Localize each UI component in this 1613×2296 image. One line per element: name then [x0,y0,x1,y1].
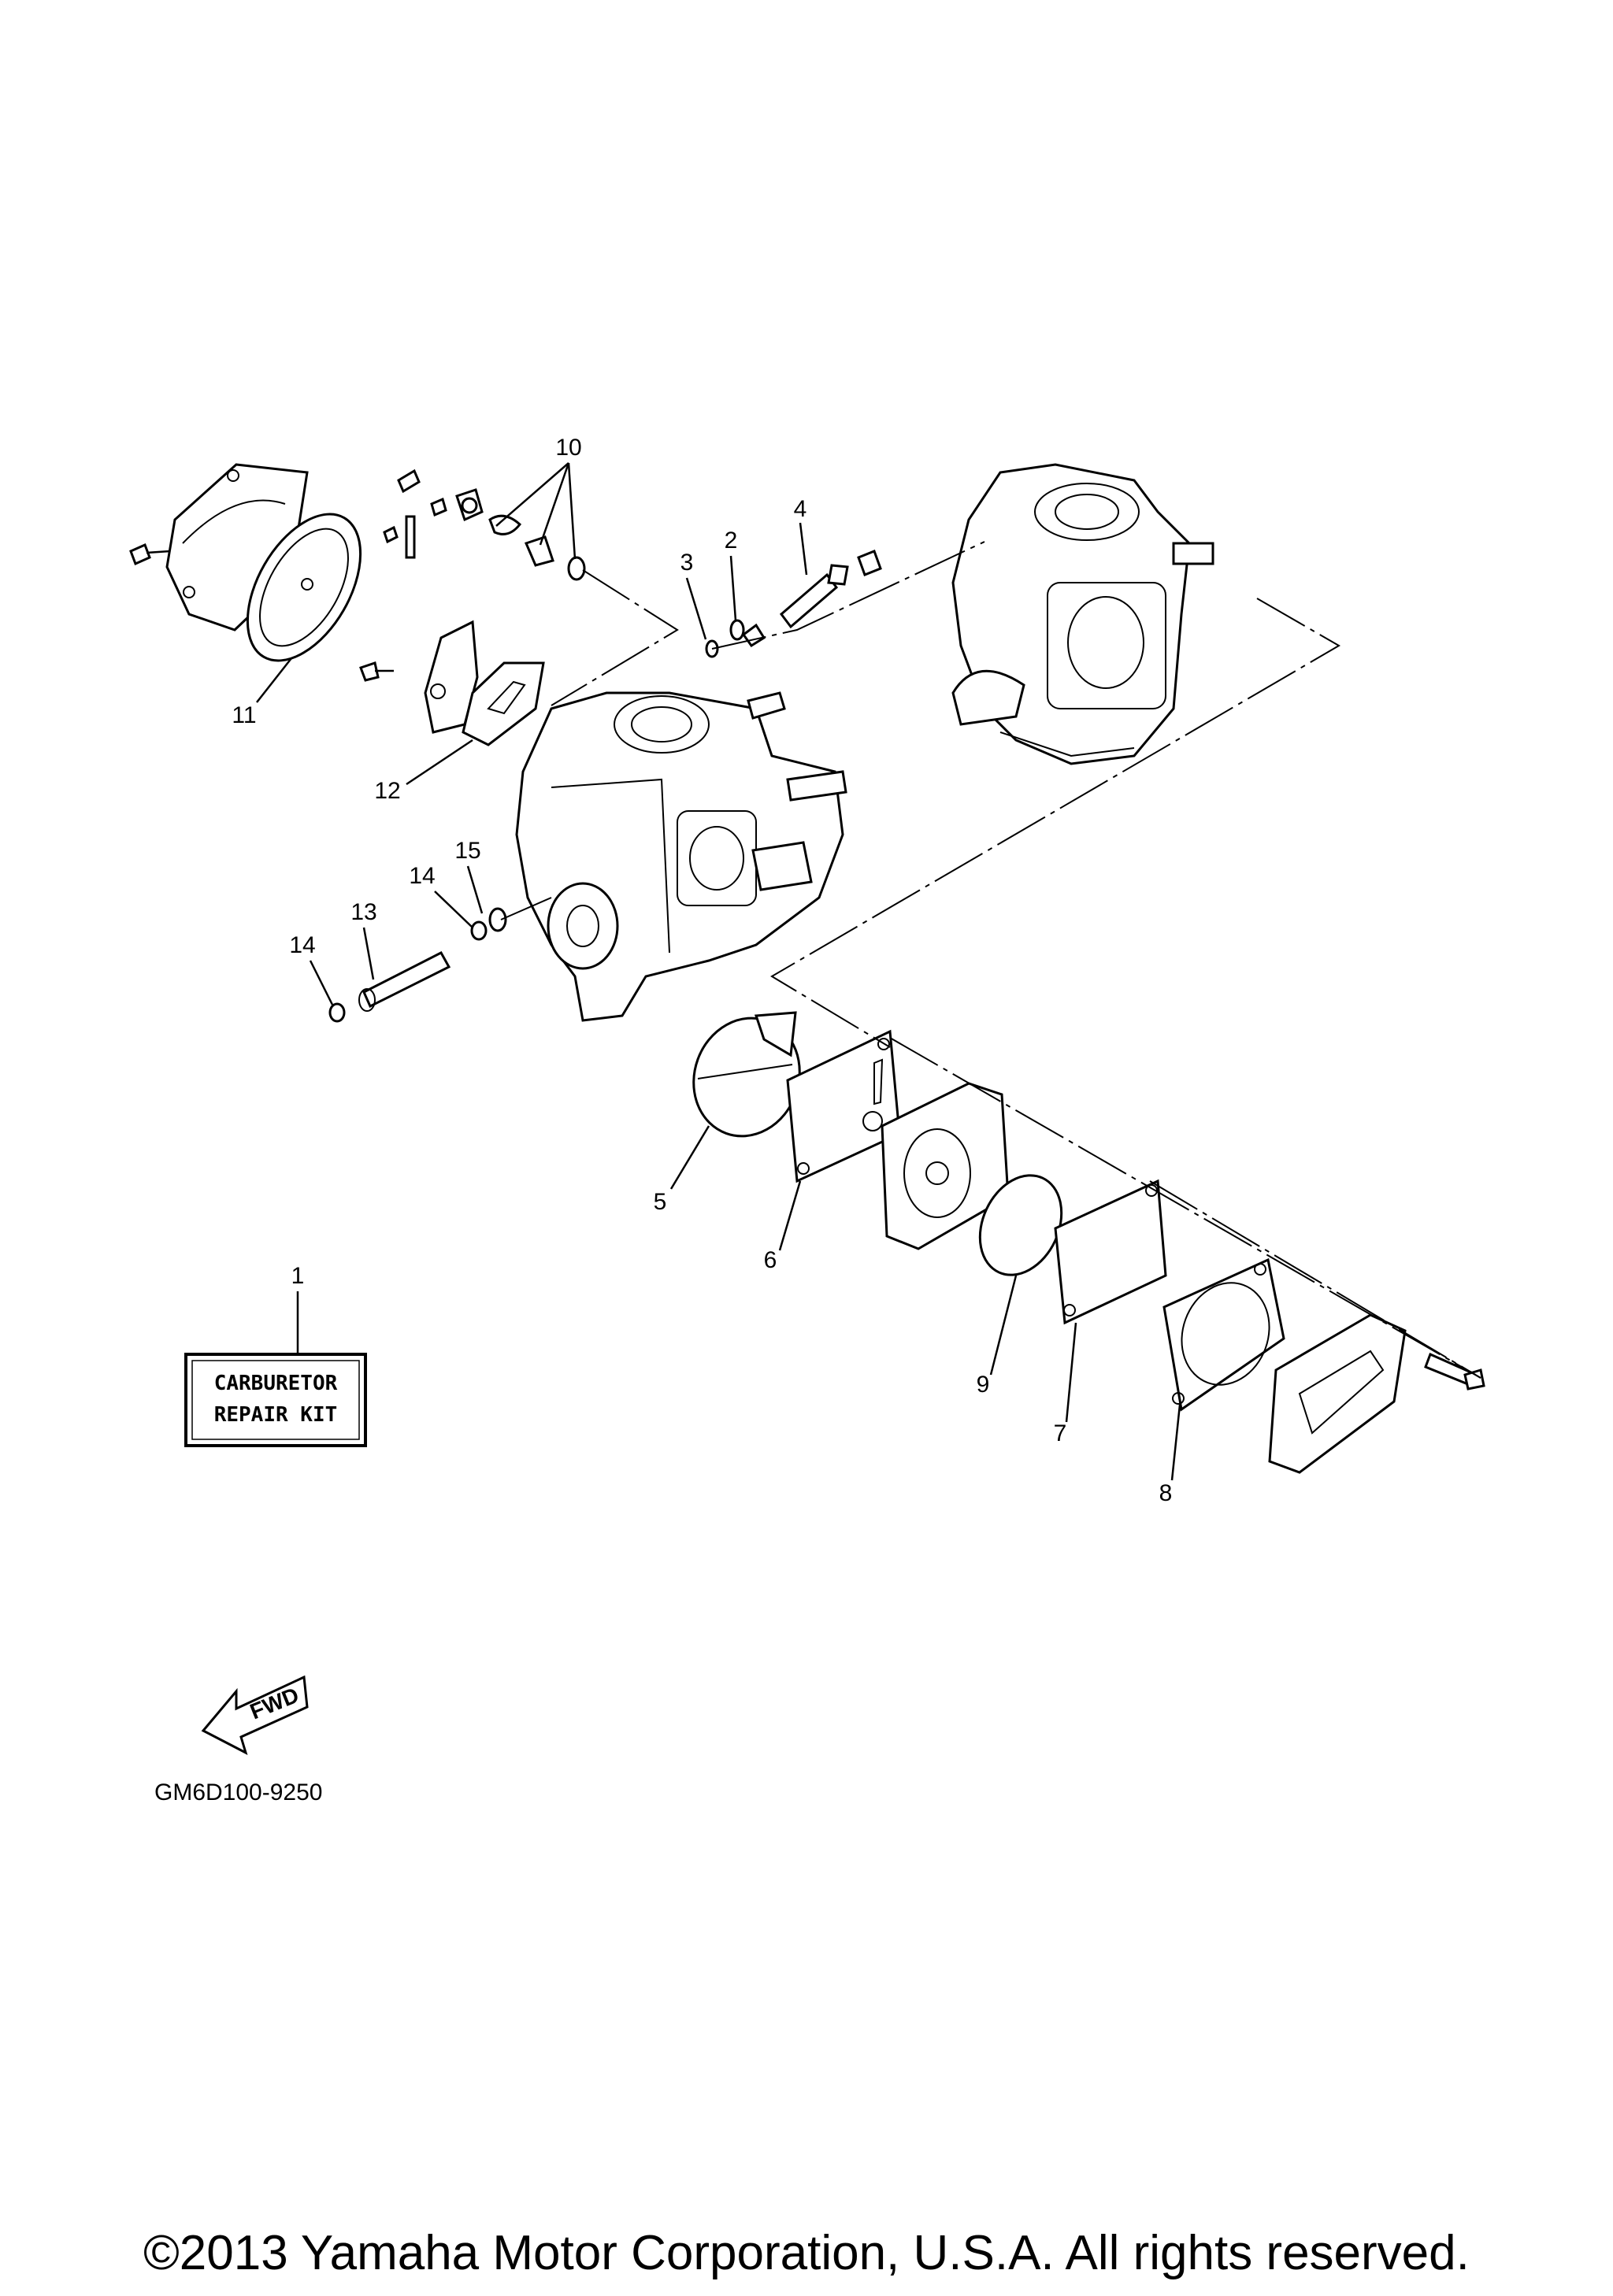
carburetor-body-front [515,691,847,1022]
callout-4: 4 [794,496,807,522]
pump-cover [1268,1313,1485,1474]
callout-14: 14 [289,932,315,958]
callout-9: 9 [977,1372,990,1398]
gasket-7 [1054,1179,1167,1325]
diaphragm-11 [246,513,362,662]
screw-left [129,543,171,566]
diaphragm-8 [1162,1257,1285,1412]
repair-kit-line2: REPAIR KIT [214,1403,338,1427]
fwd-arrow: FWD [201,1675,309,1755]
gasket-12 [462,661,545,746]
copyright-notice: ©2013 Yamaha Motor Corporation, U.S.A. A… [143,2226,1470,2280]
callout-3: 3 [680,550,694,576]
callout-7: 7 [1054,1420,1067,1446]
callout-2: 2 [725,528,738,554]
cover-housing [359,620,479,734]
callout-11: 11 [232,702,256,728]
callout-10: 10 [555,435,581,461]
callout-13: 13 [350,899,376,925]
leader-lines [256,462,1181,1481]
assembly-lines [500,541,1481,1379]
callout-12: 12 [374,778,400,804]
callout-15: 15 [454,838,480,864]
callout-numbers: 10 4 2 3 11 12 15 14 13 14 5 6 1 9 7 8 [232,435,1172,1506]
callout-1: 1 [291,1263,305,1289]
callout-8: 8 [1159,1480,1173,1506]
diaphragm-9 [978,1174,1063,1276]
callout-5: 5 [654,1189,667,1215]
carburetor-body-rear [951,463,1214,765]
callout-6: 6 [764,1247,777,1273]
small-parts-10 [383,468,586,581]
repair-kit-label: CARBURETOR REPAIR KIT [184,1353,367,1447]
diagram-code: GM6D100-9250 [154,1779,322,1805]
pilot-screw-13 [328,907,507,1023]
callout-14: 14 [409,863,435,889]
repair-kit-line1: CARBURETOR [214,1372,338,1395]
